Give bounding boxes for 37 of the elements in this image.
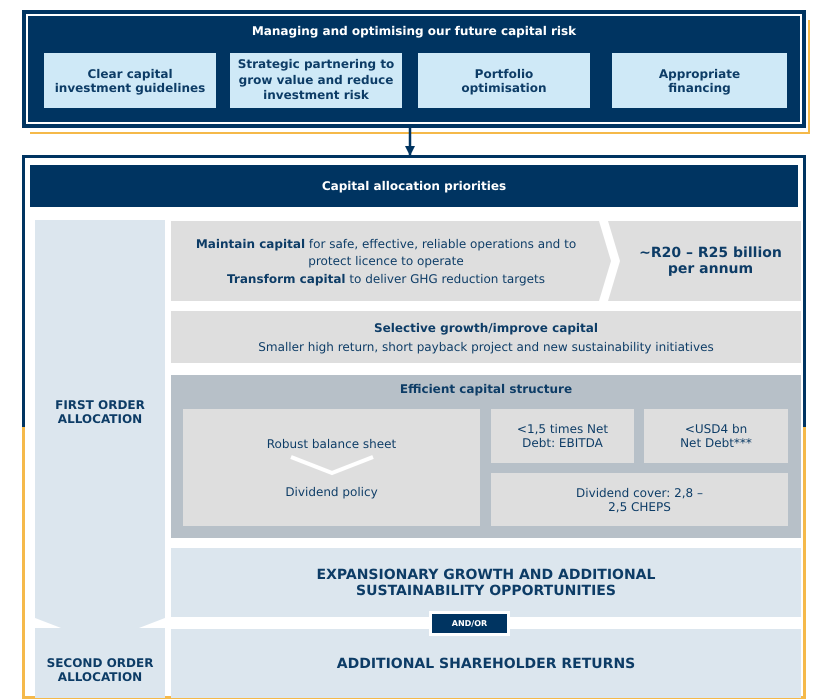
strategy-box [612,53,787,108]
target-box [644,409,788,463]
header-band: Capital allocation priorities [30,165,798,207]
box-label: <1,5 times Net Debt: EBITDA [516,422,610,450]
panel-heading: Efficient capital structure [400,382,572,396]
priority-box [171,311,801,363]
target-box [491,409,634,463]
box-label: Dividend cover: 2,8 – 2,5 CHEPS [575,486,704,514]
target-box [491,473,788,526]
box-label: Appropriate financing [658,66,742,94]
box-label: Robust balance sheet [266,436,396,450]
policy-box [183,409,480,526]
arrow [405,128,415,156]
allocation-label: SECOND ORDER ALLOCATION [46,656,154,684]
connector-badge: AND/OR [429,611,510,636]
description-text: Smaller high return, short payback project and new sustainability initiatives [258,340,714,354]
box-label: <USD4 bn Net Debt*** [679,422,753,450]
strategy-box [230,53,402,108]
box-label: Portfolio optimisation [460,66,548,94]
box-label: Dividend policy [285,484,378,498]
priorities-panel [22,155,806,699]
box-heading: Selective growth/improve capital [374,320,598,334]
amount-text: ~R20 – R25 billion per annum [638,245,783,277]
allocation-band [35,628,165,698]
strategy-box [44,53,216,108]
allocation-label: FIRST ORDER ALLOCATION [54,398,146,426]
capital-structure-panel [171,375,801,538]
strategy-box [418,53,590,108]
allocation-box [171,629,801,698]
allocation-box [171,548,801,617]
box-label: EXPANSIONARY GROWTH AND ADDITIONAL SUSTAINABILITY OPPORTUNITIES [316,566,656,598]
box-label: ADDITIONAL SHAREHOLDER RETURNS [336,656,636,672]
box-label: Strategic partnering to grow value and reduce investment risk [236,57,396,104]
box-label: Clear capital investment guidelines [54,66,206,94]
panel-heading: Managing and optimising our future capital risk [252,24,576,38]
description-text: Transform capital to deliver GHG reduction targets [227,272,545,286]
top-panel [22,10,806,128]
